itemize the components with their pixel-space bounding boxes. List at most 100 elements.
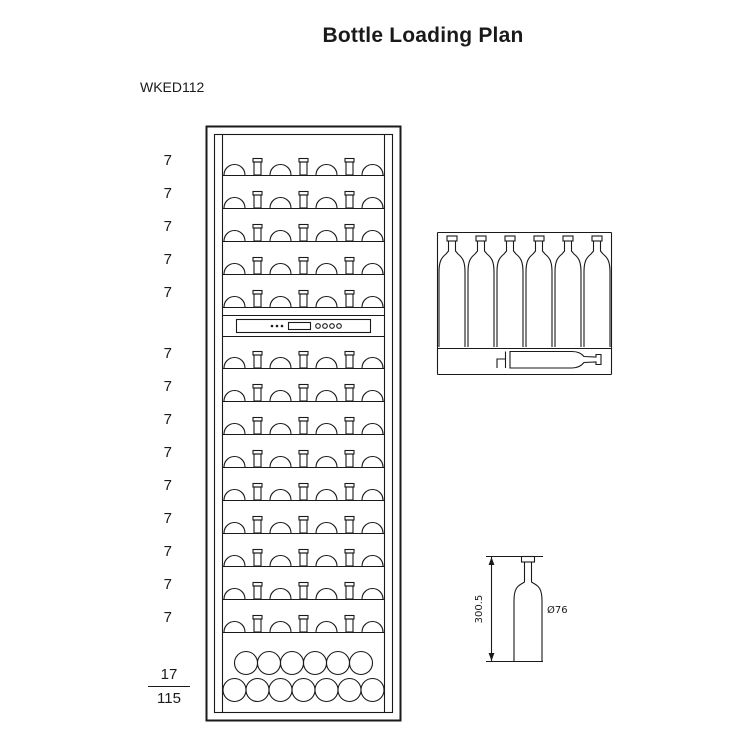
bottle-cap [344, 614, 355, 620]
bottle-cap [344, 350, 355, 356]
bottle-base [361, 489, 384, 501]
bottle-base [223, 263, 246, 275]
bottle-neck [345, 161, 354, 176]
bottle-cap [344, 289, 355, 295]
bottle-cap [298, 581, 309, 587]
capacity-fraction: 17 115 [148, 666, 190, 707]
bottle-neck [253, 486, 262, 501]
bottle-neck [253, 585, 262, 600]
bottle-dimension-view: 300.5 Ø76 [474, 555, 568, 663]
bottle-neck [299, 293, 308, 308]
bottle-neck [345, 453, 354, 468]
shelf-count-label: 7 [163, 411, 172, 428]
bottle-base [269, 555, 292, 567]
bottle-base [361, 390, 384, 402]
bottle-cap [252, 289, 263, 295]
bottle-neck [299, 227, 308, 242]
bottle-base [269, 296, 292, 308]
model-label: WKED112 [140, 79, 205, 95]
cabinet-door-frame [213, 133, 394, 714]
bottle-neck [345, 194, 354, 209]
bottle-base [223, 357, 246, 369]
bottle-neck [299, 387, 308, 402]
bottle-neck [299, 354, 308, 369]
bottle-base [361, 456, 384, 468]
shelf-count-label: 7 [163, 477, 172, 494]
panel-display [287, 321, 312, 331]
bottle-neck [253, 453, 262, 468]
bottle-base [315, 230, 338, 242]
bottle-cap [252, 614, 263, 620]
panel-led [275, 324, 279, 328]
diameter-dimension-label: Ø76 [547, 604, 568, 616]
panel-led [270, 324, 274, 328]
bottle-cap [298, 416, 309, 422]
detail-bottle [554, 240, 582, 347]
bottle-base [223, 197, 246, 209]
stacked-bottle [314, 677, 339, 703]
bottle-neck [253, 354, 262, 369]
bottle-base [269, 197, 292, 209]
shelf-count-label: 7 [163, 444, 172, 461]
bottle-cap [344, 449, 355, 455]
bottle-base [361, 263, 384, 275]
dimension-bottle-outline [513, 555, 543, 663]
bottle-base [361, 621, 384, 633]
panel-button [322, 323, 328, 329]
stacked-bottle [222, 677, 247, 703]
stacked-bottle [268, 677, 293, 703]
bottle-base [361, 164, 384, 176]
bottle-neck [253, 420, 262, 435]
bottle-neck [345, 354, 354, 369]
bottle-cap [344, 581, 355, 587]
stacked-bottle [348, 650, 374, 676]
bottle-neck [345, 420, 354, 435]
bottle-neck [299, 486, 308, 501]
bottle-base [269, 522, 292, 534]
detail-bottle [583, 240, 611, 347]
bottle-neck [299, 618, 308, 633]
bottle-cap [344, 223, 355, 229]
cabinet-outer-frame [205, 125, 402, 722]
bottle-base [315, 588, 338, 600]
bottle-base [223, 522, 246, 534]
bottle-neck [299, 519, 308, 534]
bottle-neck [253, 387, 262, 402]
bottle-base [269, 588, 292, 600]
bottle-base [223, 390, 246, 402]
bottle-cap [344, 383, 355, 389]
bottle-base [315, 423, 338, 435]
stacked-bottle [245, 677, 270, 703]
stacked-bottle [337, 677, 362, 703]
bottle-base [315, 390, 338, 402]
bottle-base [223, 296, 246, 308]
bottle-cap [298, 383, 309, 389]
bottle-neck [345, 387, 354, 402]
bottle-base [315, 456, 338, 468]
bottle-cap [252, 515, 263, 521]
detail-bottle [467, 240, 495, 347]
bottle-cap [298, 289, 309, 295]
bottle-base [361, 296, 384, 308]
shelf-count-label: 7 [163, 345, 172, 362]
detail-bottle-cap [475, 235, 487, 242]
cabinet-front-view [205, 125, 402, 722]
shelf-count-label: 7 [163, 251, 172, 268]
bottle-cap [298, 548, 309, 554]
bottle-cap [252, 350, 263, 356]
stacked-bottle [360, 677, 385, 703]
bottle-base [315, 296, 338, 308]
detail-bottle-cap [562, 235, 574, 242]
bottle-base [315, 197, 338, 209]
bottle-neck [299, 585, 308, 600]
bottle-cap [344, 157, 355, 163]
bottle-base [361, 357, 384, 369]
bottle-neck [253, 161, 262, 176]
stacked-bottle [302, 650, 328, 676]
bottle-cap [252, 223, 263, 229]
bottle-neck [345, 260, 354, 275]
bottle-base [223, 489, 246, 501]
panel-button [329, 323, 335, 329]
bottle-cap [344, 548, 355, 554]
